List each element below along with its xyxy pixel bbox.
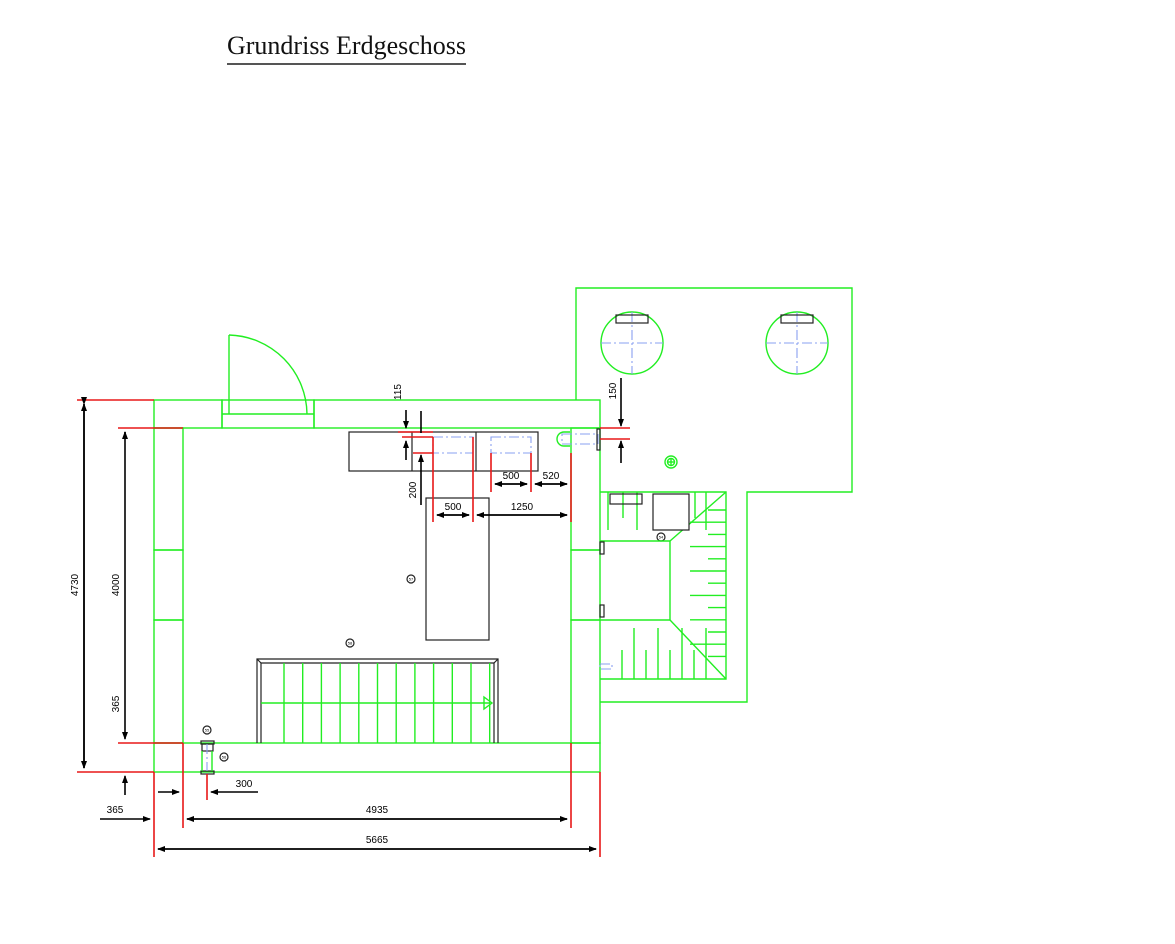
bottom-pipe [200,740,215,775]
stair-direction-arrow [483,695,494,711]
tag-55: 55 [202,725,212,735]
tag-57: 57 [406,574,416,584]
wall-top-right [313,399,601,429]
opening-right [570,549,601,621]
wall-right-lower [570,619,601,744]
dim-label-200: 200 [408,481,419,498]
tank-hatch-left [615,314,649,324]
dimension-labels: 4730 4000 365 365 4935 5665 300 115 200 … [70,382,619,846]
dim-label-wall-left: 365 [107,805,124,816]
dim-label-115: 115 [393,384,404,400]
dim-label-500-bottom: 500 [445,502,462,513]
annex-bench [609,493,643,505]
dim-label-overall-height: 4730 [70,573,81,596]
dim-label-500-top: 500 [503,471,520,482]
wall-top-left [153,399,223,429]
dimension-lines [81,378,624,852]
dim-label-520: 520 [543,471,560,482]
door [228,334,308,415]
annex-box [652,493,690,531]
table [425,497,490,641]
window-left [153,549,184,621]
tag-58: 58 [345,638,355,648]
dim-label-overall-width: 5665 [366,835,389,846]
dim-label-300: 300 [236,779,253,790]
svg-text:54: 54 [659,535,664,540]
basin-right [490,436,532,454]
drawing-title: Grundriss Erdgeschoss [227,30,467,65]
dim-label-150: 150 [608,382,619,399]
basin-left [432,436,474,454]
wall-left-lower [153,619,184,744]
annex-outline [575,287,853,703]
extension-lines [77,399,630,857]
wall-left-upper [153,427,184,551]
svg-text:58: 58 [348,641,353,646]
svg-text:56: 56 [222,755,227,760]
tank-hatch-right [780,314,814,324]
svg-text:57: 57 [409,577,414,582]
tank-left [600,311,664,375]
wall-pipe [556,428,601,451]
counter [348,431,539,472]
dim-label-inner-height: 4000 [111,573,122,596]
dim-label-1250: 1250 [511,502,534,513]
annex-stairs [599,491,727,680]
dim-label-wall-bottom: 365 [111,695,122,712]
drain-icon [664,455,678,469]
dim-label-inner-width: 4935 [366,805,389,816]
stairs [256,658,499,743]
svg-text:55: 55 [205,728,210,733]
tank-right [765,311,829,375]
tag-54: 54 [656,532,666,542]
wall-right-upper [570,427,601,551]
tag-56: 56 [219,752,229,762]
